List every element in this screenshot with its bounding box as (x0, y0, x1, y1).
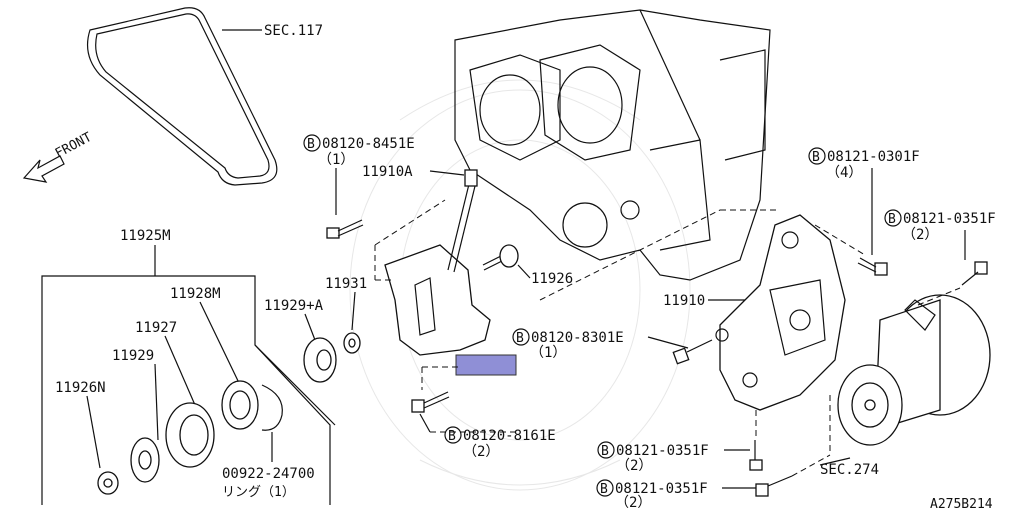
bolt-08120-8161e-label: 08120-8161E (463, 428, 556, 444)
bolt-08120-8451e (326, 219, 364, 239)
qty-label: （2） (615, 495, 651, 511)
qty-label: （2） (902, 227, 938, 243)
pulley-11927 (165, 402, 215, 468)
idler-pulley-11929a (303, 337, 337, 383)
qty-label: （2） (616, 458, 652, 474)
bolt-08120-8301e (672, 339, 713, 365)
part-00922-label: 00922-24700 (222, 466, 315, 482)
washer-11929 (130, 437, 160, 483)
bolt-b-icon: B (812, 150, 820, 165)
qty-label: （2） (463, 444, 499, 460)
ac-compressor (837, 294, 991, 446)
tensioner-bracket-11910a (384, 244, 491, 356)
bolt-08120-8301e-label: 08120-8301E (531, 330, 624, 346)
watermark-logo (349, 79, 691, 491)
highlight-bar[interactable] (455, 354, 517, 376)
bolt-08121-0351f-label: 08121-0351F (615, 481, 708, 497)
sec-274-label: SEC.274 (820, 462, 879, 478)
bolt-08120-8451e-label: 08120-8451E (322, 136, 415, 152)
bolt-b-icon: B (600, 482, 608, 497)
bolt-08121-0301f-label: 08121-0301F (827, 149, 920, 165)
qty-label: （1） (530, 345, 566, 361)
bolt-b-icon: B (516, 331, 524, 346)
part-11927-label: 11927 (135, 320, 177, 336)
sec-117-label: SEC.117 (264, 23, 323, 39)
bolt-08121-0351f-bottom (755, 475, 793, 497)
qty-label: （1） (318, 152, 354, 168)
snap-ring-00922 (261, 384, 283, 431)
bolt-08121-0351f-right (961, 261, 988, 286)
front-label: FRONT (53, 130, 95, 162)
bolt-08121-0351f-label: 08121-0351F (903, 211, 996, 227)
qty-label: （4） (826, 165, 862, 181)
part-11931-label: 11931 (325, 276, 367, 292)
part-11929-label: 11929 (112, 348, 154, 364)
part-11910-label: 11910 (663, 293, 705, 309)
part-11925m-label: 11925M (120, 228, 171, 244)
tensioner-kit-box (41, 245, 336, 505)
bolt-b-icon: B (307, 137, 315, 152)
bolt-b-icon: B (888, 212, 896, 227)
part-11926n-label: 11926N (55, 380, 106, 396)
bolt-08121-0351f-label: 08121-0351F (616, 443, 709, 459)
bolt-08121-0301f (857, 257, 888, 276)
bolt-b-icon: B (448, 429, 456, 444)
drive-belt (87, 7, 278, 186)
nut-11926n (97, 471, 119, 495)
bearing-11928m (221, 380, 259, 430)
part-11926-label: 11926 (531, 271, 573, 287)
adjust-bolt (447, 169, 478, 273)
spacer-11931 (343, 332, 361, 354)
engine-block (454, 9, 771, 281)
part-11928m-label: 11928M (170, 286, 221, 302)
nut-11926 (482, 244, 519, 271)
diagram-reference: A275B214 (930, 497, 993, 511)
compressor-bracket-11910 (715, 214, 846, 411)
ring-qty-label: リング（1） (222, 485, 295, 500)
part-11910a-label: 11910A (362, 164, 413, 180)
bolt-08121-0351f-middle (749, 440, 763, 471)
part-11929a-label: 11929+A (264, 298, 324, 314)
bolt-08120-8161e (411, 391, 450, 413)
front-arrow-icon (22, 155, 65, 183)
bolt-b-icon: B (601, 444, 609, 459)
